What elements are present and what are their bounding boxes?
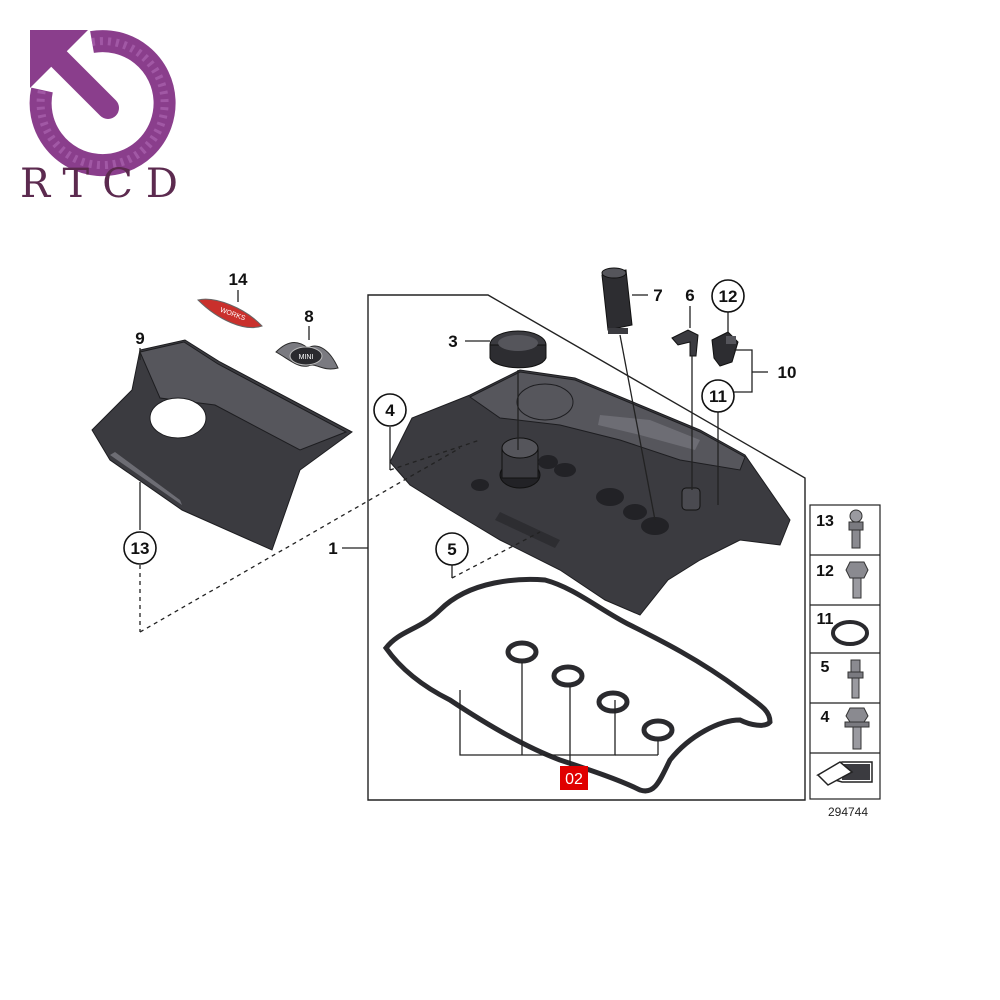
callout-3: 3 [448,332,457,351]
legend-number: 13 [816,513,834,530]
rotate-arrow-logo-icon [29,30,176,177]
o-ring-icon [831,620,869,646]
callout-14: 14 [229,270,248,289]
sensor-part [711,331,739,367]
callout-1: 1 [328,539,337,558]
callout-4: 4 [385,401,395,420]
gasket-part [382,576,773,794]
highlight-02: 02 [565,771,583,788]
legend-panel: 13 12 11 5 [809,504,881,800]
flange-bolt-icon [844,707,870,750]
callout-11: 11 [709,387,727,406]
diagram-number: 294744 [828,805,868,819]
callout-11-circle: 11 [701,379,735,413]
legend-row: 11 [817,611,869,646]
stud-bolt-icon [847,659,864,699]
callout-10: 10 [778,363,797,382]
legend-row: 5 [821,659,864,699]
clip-part [671,329,699,357]
callout-12-circle: 12 [711,279,745,313]
highlight-label: 02 [560,766,588,790]
pointer-arrow-icon [816,761,873,786]
callout-7: 7 [653,286,662,305]
valve-cover-part [389,369,791,616]
legend-row: 13 [816,509,864,549]
callout-6: 6 [685,286,694,305]
callouts: 14 8 9 1 3 7 6 10 13 4 5 12 11 02 [123,270,797,790]
legend-number: 11 [817,611,834,628]
mini-emblem-part: MINI [275,342,339,370]
legend-number: 12 [816,563,834,580]
brand-logo: RTCD [20,30,178,207]
callout-13-circle: 13 [123,531,157,565]
callout-4-circle: 4 [373,393,407,427]
works-badge-part: WORKS [197,298,263,328]
callout-5: 5 [447,540,456,559]
leader-lines [139,290,768,766]
hex-bolt-icon [845,561,869,599]
callout-12: 12 [719,287,738,306]
callout-9: 9 [135,329,144,348]
callout-13: 13 [131,539,150,558]
callout-5-circle: 5 [435,532,469,566]
legend-number: 5 [821,659,830,676]
engine-cover-part [91,339,353,551]
legend-row: 4 [821,707,870,750]
legend-row: 12 [816,561,869,599]
oil-cap-part [489,330,547,369]
ball-stud-icon [848,509,864,549]
assembly-frame [367,294,806,801]
emblem-text: MINI [299,354,314,361]
callout-8: 8 [304,307,313,326]
tube-part [601,267,633,334]
legend-number: 4 [821,709,830,726]
